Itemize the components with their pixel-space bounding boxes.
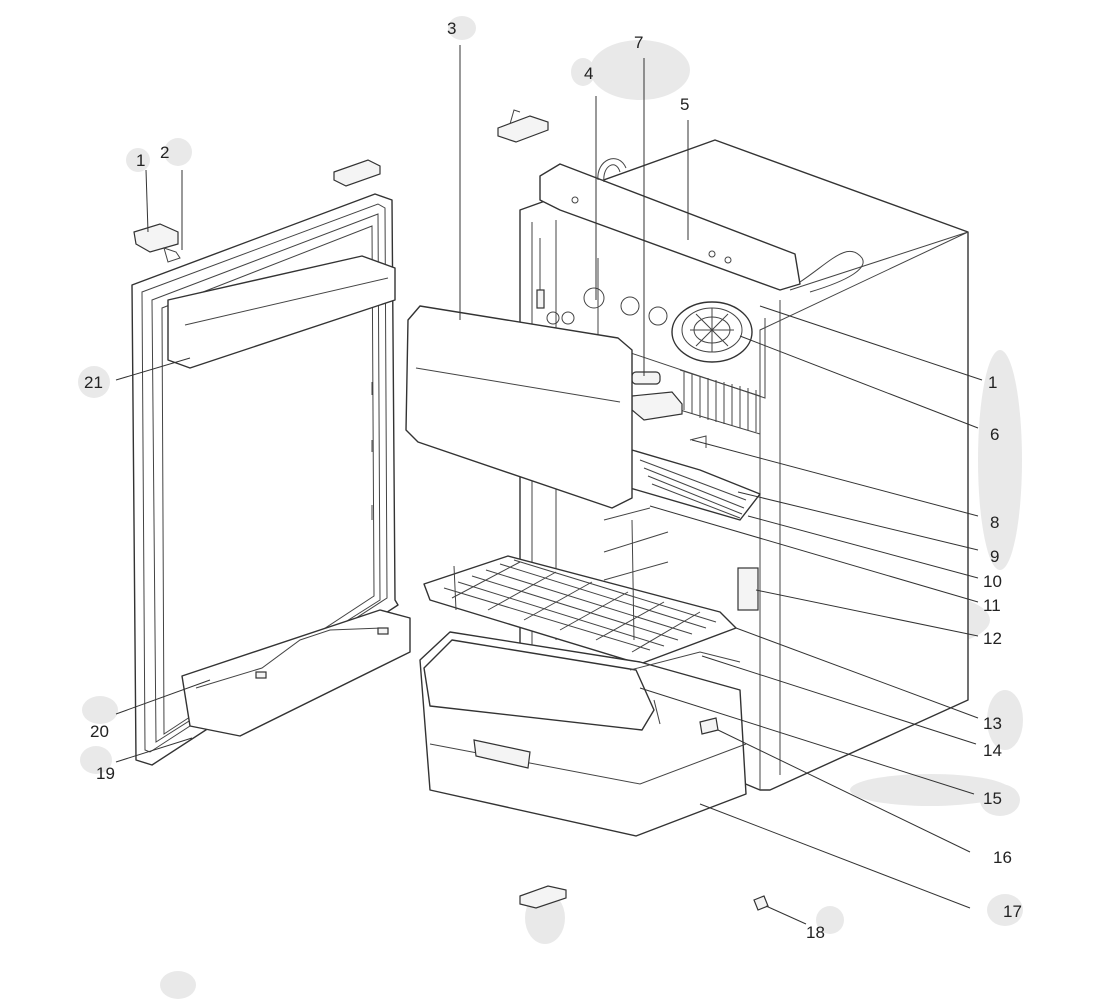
control-panel: [539, 163, 801, 291]
callout-5: 5: [680, 95, 689, 114]
callout-2: 2: [160, 143, 169, 162]
crisper-drawer: [419, 631, 747, 837]
callout-20: 20: [90, 722, 109, 741]
lower-door-bin: [181, 609, 411, 737]
callout-11: 11: [983, 596, 1001, 615]
fan: [671, 301, 753, 363]
callout-14: 14: [983, 741, 1002, 760]
upper-door-shelf: [167, 255, 396, 369]
callout-labels: 1 2 3 4 5 7 21 20 19 1 6 8 9 10 11 12 13…: [84, 19, 1022, 942]
callout-4: 4: [584, 64, 593, 83]
callout-17: 17: [1003, 902, 1022, 921]
door-hinge-part: [133, 223, 179, 253]
thermostat-sensor: [631, 371, 661, 385]
door-assembly: [131, 159, 411, 766]
foot-screw: [753, 895, 769, 911]
top-bracket: [497, 109, 549, 143]
callout-12: 12: [983, 629, 1002, 648]
callout-7: 7: [634, 33, 643, 52]
door-latch: [333, 159, 381, 187]
bottom-bracket: [519, 885, 567, 909]
evaporator-fins: [679, 369, 761, 435]
callout-13: 13: [983, 714, 1002, 733]
leader-lines: [115, 45, 983, 925]
callout-3: 3: [447, 19, 456, 38]
deflector-plate: [405, 305, 633, 509]
callout-15: 15: [983, 789, 1002, 808]
callout-1-top: 1: [136, 151, 145, 170]
glass-shelf-edge: [629, 651, 741, 671]
callout-10: 10: [983, 572, 1002, 591]
label-plate: [737, 567, 759, 611]
small-parts: [519, 651, 769, 911]
callout-21: 21: [84, 373, 103, 392]
callout-16: 16: [993, 848, 1012, 867]
callout-19: 19: [96, 764, 115, 783]
callout-1-right: 1: [988, 373, 997, 392]
callout-18: 18: [806, 923, 825, 942]
callout-8: 8: [990, 513, 999, 532]
callout-6: 6: [990, 425, 999, 444]
callout-9: 9: [990, 547, 999, 566]
